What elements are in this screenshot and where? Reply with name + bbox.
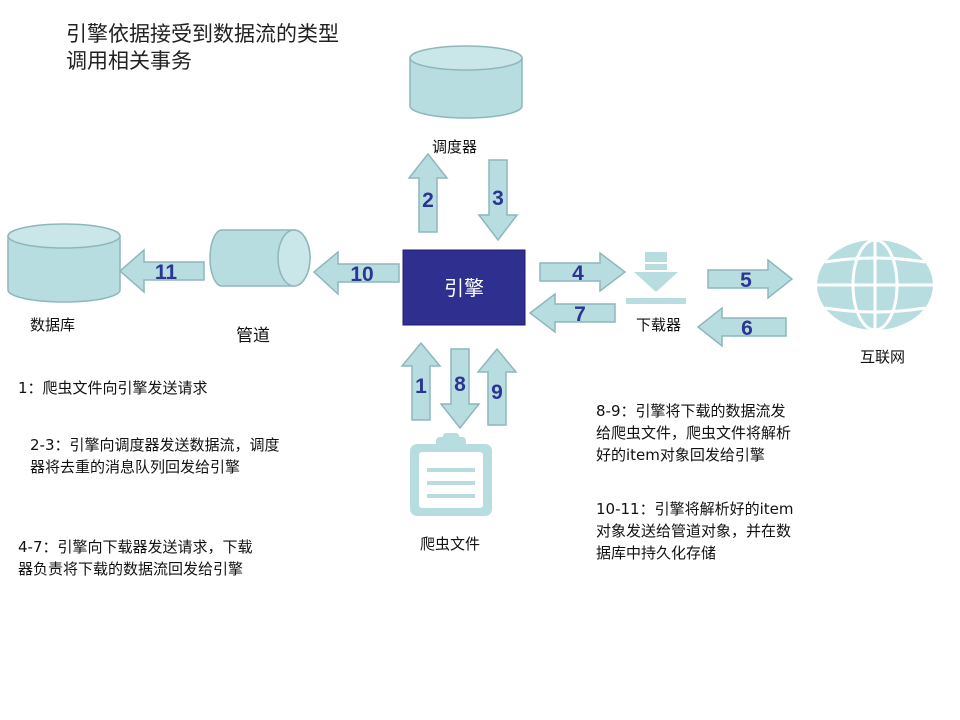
pipeline-cylinder xyxy=(209,229,311,287)
arrow-8: 8 xyxy=(439,348,481,430)
svg-text:11: 11 xyxy=(155,261,178,284)
svg-text:4: 4 xyxy=(572,262,584,285)
database-cylinder xyxy=(7,223,121,303)
note-2-3: 2-3：引擎向调度器发送数据流，调度器将去重的消息队列回发给引擎 xyxy=(30,436,280,476)
note-4-7: 4-7：引擎向下载器发送请求，下载器负责将下载的数据流回发给引擎 xyxy=(18,538,253,578)
arrow-9: 9 xyxy=(476,347,518,426)
title-line-2: 调用相关事务 xyxy=(66,49,192,73)
arrow-6: 6 xyxy=(696,306,787,348)
svg-text:5: 5 xyxy=(740,269,752,292)
arrow-11: 11 xyxy=(118,248,205,294)
arrow-1: 1 xyxy=(400,341,442,421)
svg-text:7: 7 xyxy=(574,303,586,326)
arrow-5: 5 xyxy=(707,258,794,300)
arrow-7: 7 xyxy=(528,292,616,334)
pipeline-label: 管道 xyxy=(236,326,270,346)
note-8-9: 8-9：引擎将下载的数据流发给爬虫文件，爬虫文件将解析好的item对象回发给引擎 xyxy=(596,402,792,464)
svg-text:8: 8 xyxy=(454,373,466,396)
database-label: 数据库 xyxy=(30,316,76,334)
spider-label: 爬虫文件 xyxy=(420,535,481,553)
scheduler-cylinder xyxy=(409,45,523,119)
arrow-4: 4 xyxy=(539,251,627,293)
svg-text:9: 9 xyxy=(491,381,503,404)
arrow-3: 3 xyxy=(477,159,519,242)
engine-box xyxy=(402,249,526,326)
note-1: 1：爬虫文件向引擎发送请求 xyxy=(18,379,208,397)
engine-label: 引擎 xyxy=(444,276,484,300)
downloader-label: 下载器 xyxy=(636,316,682,334)
internet-label: 互联网 xyxy=(860,348,906,366)
svg-text:6: 6 xyxy=(741,317,753,340)
scheduler-label: 调度器 xyxy=(432,138,478,156)
svg-text:10: 10 xyxy=(350,263,373,286)
clipboard-icon xyxy=(410,433,492,516)
globe-icon xyxy=(817,238,933,332)
title-line-1: 引擎依据接受到数据流的类型 xyxy=(66,22,339,46)
svg-text:3: 3 xyxy=(492,187,504,210)
svg-text:2: 2 xyxy=(422,189,434,212)
note-10-11: 10-11：引擎将解析好的item对象发送给管道对象，并在数据库中持久化存储 xyxy=(596,500,794,562)
arrow-2: 2 xyxy=(407,152,449,233)
downloader-icon xyxy=(626,252,686,304)
svg-text:1: 1 xyxy=(415,375,427,398)
arrow-10: 10 xyxy=(312,250,400,296)
